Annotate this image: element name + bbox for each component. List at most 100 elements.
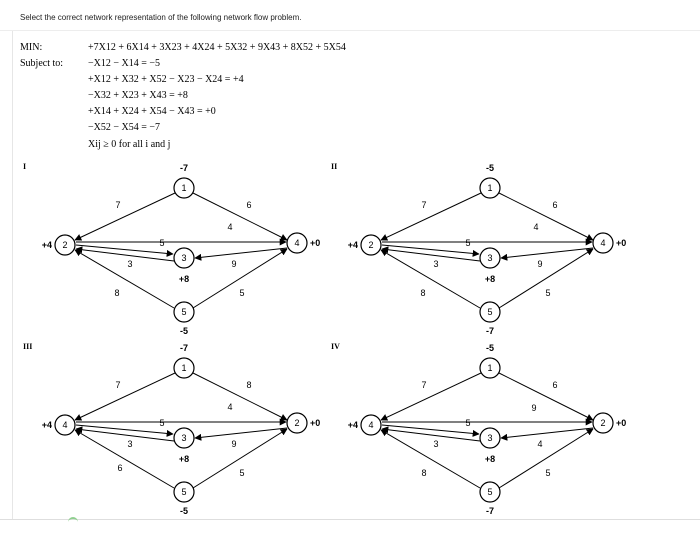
supply-node-2: +4 <box>42 240 52 250</box>
arc-3-4 <box>75 426 175 442</box>
cost-arc-2-4: 4 <box>227 222 232 232</box>
node-2[interactable] <box>592 412 614 434</box>
cost-arc-1-2: 8 <box>246 380 251 390</box>
arc-3-2 <box>381 246 481 262</box>
node-1-label: 1 <box>181 363 186 373</box>
arc-1-2 <box>74 192 176 241</box>
supply-node-5: -5 <box>180 326 188 336</box>
node-5-label: 5 <box>487 307 492 317</box>
supply-node-1: -7 <box>180 163 188 173</box>
cost-arc-3-2: 3 <box>433 259 438 269</box>
constraint-5: −X52 − X54 = −7 <box>88 122 161 133</box>
node-5[interactable] <box>173 481 195 503</box>
arc-2-3 <box>500 427 594 441</box>
cost-arc-2-3: 4 <box>537 439 542 449</box>
cost-arc-2-4: 4 <box>533 222 538 232</box>
node-5-label: 5 <box>181 487 186 497</box>
arc-1-4 <box>192 192 288 241</box>
node-4[interactable] <box>360 414 382 436</box>
node-1[interactable] <box>479 177 501 199</box>
arc-1-4 <box>498 192 594 241</box>
objective-label: MIN: <box>20 42 43 53</box>
node-1[interactable] <box>479 357 501 379</box>
constraint-4: +X14 + X24 + X54 − X43 = +0 <box>88 106 216 117</box>
node-4[interactable] <box>286 232 308 254</box>
supply-node-1: -5 <box>486 343 494 353</box>
network-option-I[interactable]: 1 2 3 4 5 -7 +4 +8 +0 -5 7 6 4 5 3 9 8 5 <box>30 160 330 340</box>
cost-arc-5-2: 8 <box>420 288 425 298</box>
node-4-label: 4 <box>600 238 605 248</box>
node-2[interactable] <box>360 234 382 256</box>
node-1[interactable] <box>173 177 195 199</box>
node-3-label: 3 <box>487 253 492 263</box>
supply-node-5: -7 <box>486 506 494 516</box>
node-5[interactable] <box>479 481 501 503</box>
network-option-IV[interactable]: 1 4 3 2 5 -5 +4 +8 +0 -7 7 6 9 5 3 4 8 5 <box>336 340 636 520</box>
cost-arc-4-3: 5 <box>159 418 164 428</box>
arc-1-2 <box>380 192 482 241</box>
arc-4-3 <box>194 247 288 261</box>
node-3[interactable] <box>173 247 195 269</box>
node-1-label: 1 <box>487 363 492 373</box>
node-2[interactable] <box>54 234 76 256</box>
arc-1-2 <box>498 372 594 421</box>
node-5[interactable] <box>479 301 501 323</box>
node-2[interactable] <box>286 412 308 434</box>
arc-1-4 <box>74 372 176 421</box>
cost-arc-3-4: 3 <box>127 439 132 449</box>
node-4-label: 4 <box>294 238 299 248</box>
arc-2-3 <box>381 244 480 257</box>
node-5[interactable] <box>173 301 195 323</box>
network-option-II[interactable]: 1 2 3 4 5 -5 +4 +8 +0 -7 7 6 4 5 3 9 8 5 <box>336 160 636 340</box>
option-IV-label: IV <box>331 342 340 351</box>
node-1-label: 1 <box>487 183 492 193</box>
cost-arc-1-4: 6 <box>246 200 251 210</box>
arc-4-3 <box>381 424 480 437</box>
arc-5-4 <box>192 248 288 309</box>
node-3[interactable] <box>173 427 195 449</box>
cost-arc-1-2: 7 <box>115 200 120 210</box>
option-I-label: I <box>23 162 27 171</box>
nonnegativity-constraint: Xij ≥ 0 for all i and j <box>88 139 171 150</box>
cost-arc-5-4: 5 <box>545 288 550 298</box>
supply-node-4: +0 <box>310 238 320 248</box>
node-3-label: 3 <box>487 433 492 443</box>
node-4-label: 4 <box>368 420 373 430</box>
cost-arc-1-2: 7 <box>421 200 426 210</box>
constraint-1: −X12 − X14 = −5 <box>88 58 161 69</box>
supply-node-2: +0 <box>310 418 320 428</box>
cost-arc-2-3: 5 <box>159 238 164 248</box>
cost-arc-1-4: 7 <box>115 380 120 390</box>
bottom-divider <box>0 519 700 520</box>
arc-5-2 <box>498 428 594 489</box>
arc-5-2 <box>192 428 288 489</box>
arc-2-3 <box>75 244 174 257</box>
node-1[interactable] <box>173 357 195 379</box>
constraint-3: −X32 + X23 + X43 = +8 <box>88 90 188 101</box>
supply-node-1: -5 <box>486 163 494 173</box>
supply-node-1: -7 <box>180 343 188 353</box>
node-4[interactable] <box>54 414 76 436</box>
arc-3-2 <box>75 246 175 262</box>
cost-arc-4-2: 9 <box>531 403 536 413</box>
node-2-label: 2 <box>368 240 373 250</box>
supply-node-5: -5 <box>180 506 188 516</box>
network-option-III[interactable]: 1 4 3 2 5 -7 +4 +8 +0 -5 7 8 4 5 3 9 6 5 <box>30 340 330 520</box>
arc-4-3 <box>500 247 594 261</box>
arc-4-3 <box>75 424 174 437</box>
node-2-label: 2 <box>294 418 299 428</box>
arc-5-4 <box>74 429 175 489</box>
node-1-label: 1 <box>181 183 186 193</box>
node-3[interactable] <box>479 247 501 269</box>
supply-node-3: +8 <box>485 454 495 464</box>
top-divider <box>0 30 700 31</box>
node-4[interactable] <box>592 232 614 254</box>
cost-arc-3-2: 3 <box>127 259 132 269</box>
node-3[interactable] <box>479 427 501 449</box>
supply-node-3: +8 <box>485 274 495 284</box>
cost-arc-4-3: 5 <box>465 418 470 428</box>
node-3-label: 3 <box>181 433 186 443</box>
arc-1-4 <box>380 372 482 421</box>
option-II-label: II <box>331 162 338 171</box>
cost-arc-5-4: 8 <box>421 468 426 478</box>
